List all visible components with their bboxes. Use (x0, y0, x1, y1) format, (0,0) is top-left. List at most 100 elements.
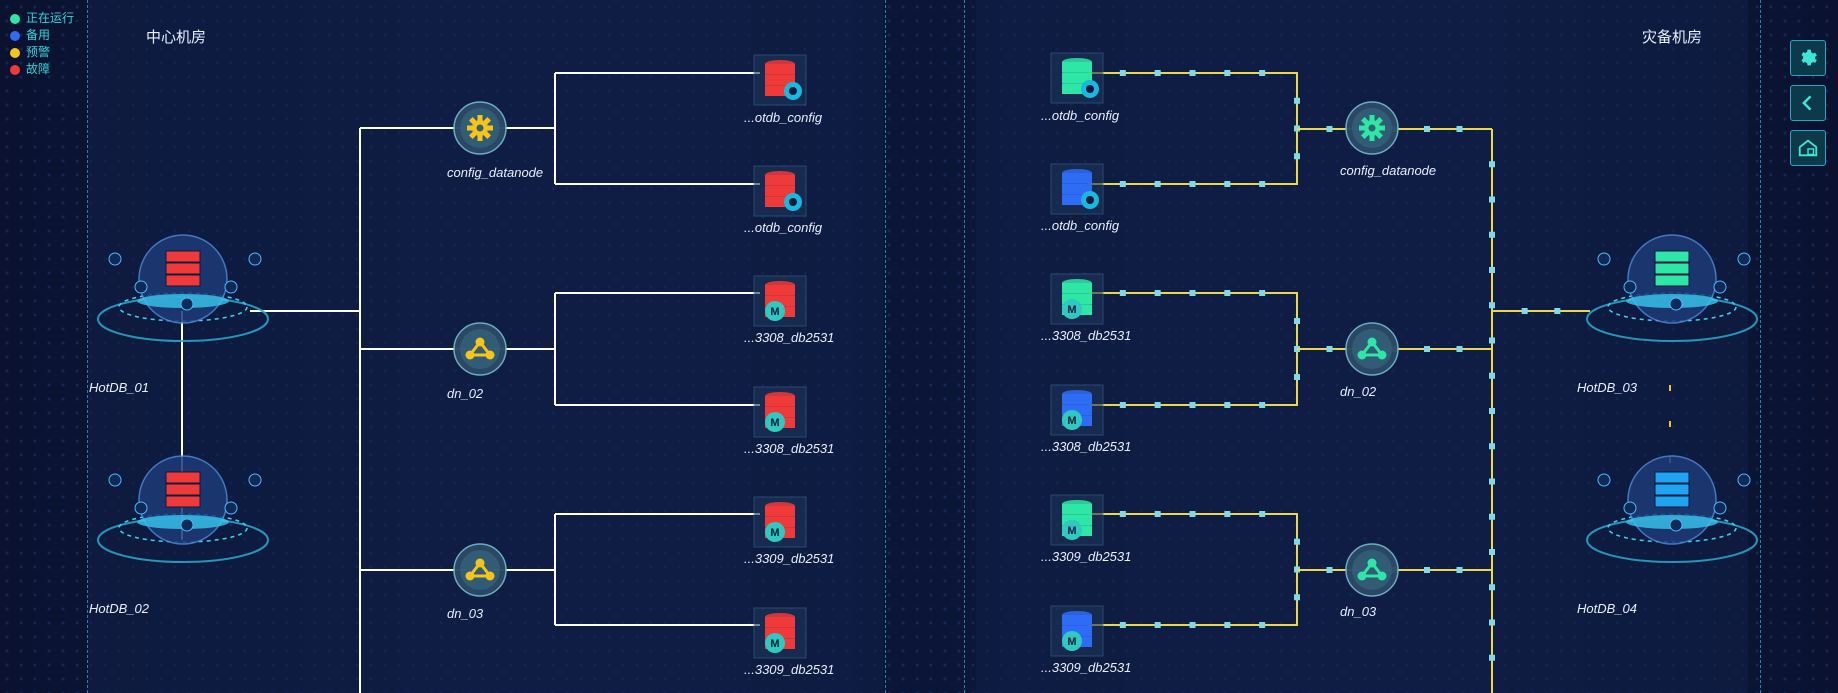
link-marker (1326, 567, 1333, 573)
db-cap (1062, 69, 1092, 77)
db-layer (1062, 294, 1092, 304)
host-port-icon (224, 501, 238, 515)
db-cap (1062, 180, 1092, 188)
database-instance (1050, 163, 1104, 215)
db-cap (765, 281, 795, 289)
link-marker (1424, 126, 1430, 132)
gear-badge-icon (784, 82, 802, 100)
badge-letter: M (770, 527, 779, 539)
node-core (1352, 329, 1392, 369)
server-layer (1654, 250, 1690, 263)
db-cap (765, 60, 795, 68)
server-layer (165, 471, 201, 484)
divider (964, 0, 965, 693)
node-label: config_datanode (1340, 163, 1437, 178)
db-layer (1062, 504, 1092, 514)
db-layer (1062, 173, 1092, 183)
legend-label: 故障 (26, 62, 51, 76)
database-instance (1050, 52, 1104, 104)
db-cap (1062, 290, 1092, 298)
link-marker (1294, 374, 1300, 380)
home-button[interactable] (1790, 130, 1826, 166)
link-marker (1326, 346, 1333, 352)
db-label: ...3308_db2531 (744, 441, 835, 456)
datanode (1345, 322, 1399, 376)
db-label: ...otdb_config (744, 220, 823, 235)
datanode (453, 543, 507, 597)
link-marker (1424, 567, 1430, 573)
db-label: ...3309_db2531 (1041, 549, 1132, 564)
database-instance: M (753, 607, 807, 659)
link-marker (1489, 584, 1495, 591)
hub-dot (485, 350, 495, 360)
db-layer (765, 86, 795, 96)
host-label: HotDB_03 (1577, 380, 1637, 395)
db-layer (765, 517, 795, 527)
db-layer (1062, 405, 1092, 415)
gear-tooth (477, 135, 483, 141)
hub-dot (1377, 571, 1387, 581)
host-port-icon (1737, 473, 1751, 487)
hub-dot (1357, 350, 1367, 360)
badge-letter: M (770, 306, 779, 318)
db-layer (1062, 184, 1092, 194)
link-marker (1189, 511, 1196, 517)
link-marker (1154, 181, 1161, 187)
link-marker (1224, 402, 1231, 408)
db-layer (1062, 283, 1092, 293)
master-badge-icon: M (1062, 299, 1082, 319)
master-badge-icon: M (1062, 520, 1082, 540)
status-dot (10, 13, 20, 24)
server-host (1586, 455, 1758, 563)
node-label: dn_02 (1340, 384, 1377, 399)
server-host (97, 455, 269, 563)
badge-bg (765, 412, 785, 432)
badge-bg (765, 633, 785, 653)
gear-tooth (477, 115, 483, 121)
database-instance: M (1050, 384, 1104, 436)
server-host (97, 234, 269, 342)
server-layer (165, 483, 201, 496)
link-marker (1189, 290, 1196, 296)
hub-dot (465, 571, 475, 581)
gear-tooth (467, 125, 473, 131)
db-layer (765, 628, 795, 638)
divider (885, 0, 886, 693)
db-cap (765, 71, 795, 79)
host-port-icon (180, 518, 194, 532)
database-instance: M (1050, 494, 1104, 546)
master-badge-icon: M (1062, 631, 1082, 651)
database-instance: M (753, 496, 807, 548)
datanode (1345, 543, 1399, 597)
db-cap (765, 292, 795, 300)
config-node (1345, 101, 1399, 155)
badge-bg (765, 522, 785, 542)
db-cap (765, 392, 795, 400)
host-port-icon (1669, 518, 1683, 532)
link-marker (1259, 70, 1266, 76)
db-label: ...3308_db2531 (744, 330, 835, 345)
host-port-icon (1713, 280, 1727, 294)
db-cap (1062, 622, 1092, 630)
settings-button[interactable] (1790, 40, 1826, 76)
back-button[interactable] (1790, 85, 1826, 121)
link-marker (1259, 402, 1266, 408)
hub-dot (1377, 350, 1387, 360)
link-marker (1489, 337, 1495, 344)
link-marker (1294, 153, 1300, 160)
link-marker (1489, 408, 1495, 414)
db-layer (765, 296, 795, 306)
link-marker (1294, 538, 1300, 545)
db-cap (1062, 511, 1092, 519)
link-marker (1259, 511, 1266, 517)
link-marker (1294, 318, 1300, 324)
gear-tooth (1369, 115, 1375, 121)
db-cap (1062, 279, 1092, 287)
database-instance (753, 54, 807, 106)
gear-hole (1368, 124, 1376, 132)
badge-hole (1086, 85, 1094, 93)
link-marker (1456, 126, 1463, 132)
link-marker (1489, 231, 1495, 238)
link-marker (1119, 622, 1126, 628)
